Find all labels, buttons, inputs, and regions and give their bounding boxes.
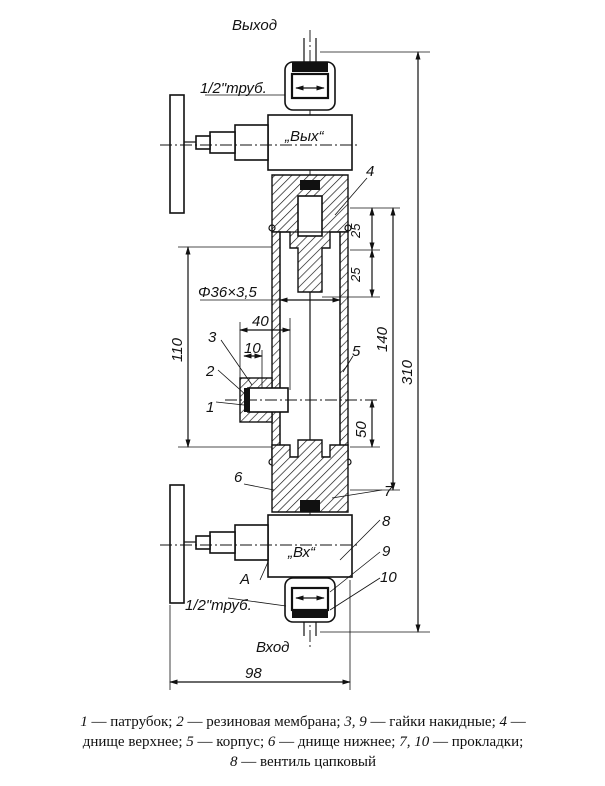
callout-5: 5 — [352, 343, 361, 360]
dim-50 — [350, 399, 380, 448]
legend-num: 1 — [80, 714, 88, 730]
legend-text: днище верхнее; — [82, 734, 187, 750]
pipe-top-label: 1/2"труб. — [200, 80, 267, 97]
legend-text: — днище нижнее; — [275, 734, 400, 750]
callout-3: 3 — [208, 329, 217, 346]
legend-text: — патрубок; — [87, 714, 177, 730]
bottom-valve-body — [160, 484, 360, 604]
legend-text: — корпус; — [193, 734, 268, 750]
dim-40-10 — [239, 318, 291, 390]
legend-text: — прокладки; — [429, 734, 524, 750]
legend-num: 2 — [176, 714, 184, 730]
legend: 1 — патрубок; 2 — резиновая мембрана; 3,… — [8, 712, 598, 772]
legend-num: 5 — [186, 734, 194, 750]
legend-num: 3, 9 — [344, 714, 367, 730]
dim-98-text: 98 — [245, 665, 262, 682]
callout-2: 2 — [205, 363, 215, 380]
callout-8: 8 — [382, 513, 391, 530]
legend-text: — резиновая мембрана; — [183, 714, 345, 730]
lower-end-cap — [271, 439, 349, 513]
outlet-label: Выход — [232, 17, 277, 34]
legend-line-3: 8 — вентиль цапковый — [8, 752, 598, 772]
dim-50-text: 50 — [353, 421, 370, 438]
callout-1: 1 — [206, 399, 214, 416]
legend-line-2: днище верхнее; 5 — корпус; 6 — днище ниж… — [8, 732, 598, 752]
bottom-fitting — [284, 577, 336, 636]
top-valve-body — [160, 94, 360, 214]
dim-25-25 — [322, 207, 380, 298]
callout-leaders — [205, 94, 383, 611]
tube-dim-text: Φ36×3,5 — [198, 284, 258, 301]
dim-110-text: 110 — [169, 337, 186, 362]
dim-40-text: 40 — [252, 313, 269, 330]
dim-110 — [178, 246, 272, 448]
legend-num: 7, 10 — [399, 734, 430, 750]
callout-9: 9 — [382, 543, 391, 560]
legend-text: — вентиль цапковый — [237, 754, 377, 770]
technical-drawing: Выход Вход „Вых“ „Вх“ 1/2"труб. 1/2"труб… — [160, 17, 430, 690]
callout-6: 6 — [234, 469, 243, 486]
callout-7: 7 — [384, 483, 393, 500]
legend-text: — гайки накидные; — [366, 714, 500, 730]
top-fitting — [284, 38, 336, 111]
legend-text: — — [507, 714, 526, 730]
dim-98 — [169, 580, 351, 690]
outlet-port-label: „Вых“ — [284, 128, 325, 145]
dim-310-text: 310 — [399, 359, 416, 385]
dim-10-text: 10 — [244, 340, 261, 357]
legend-line-1: 1 — патрубок; 2 — резиновая мембрана; 3,… — [8, 712, 598, 732]
dim-140 — [350, 207, 400, 491]
side-port — [225, 377, 380, 423]
pipe-bottom-label: 1/2"труб. — [185, 597, 252, 614]
dim-25b-text: 25 — [348, 267, 363, 283]
legend-num: 8 — [229, 754, 238, 770]
callout-4: 4 — [366, 163, 374, 180]
inlet-port-label: „Вх“ — [287, 544, 316, 561]
dim-140-text: 140 — [374, 326, 391, 352]
point-a-label: A — [239, 571, 250, 588]
callout-10: 10 — [380, 569, 397, 586]
dim-25a-text: 25 — [348, 223, 363, 239]
inlet-label: Вход — [256, 639, 289, 656]
dim-310 — [320, 51, 430, 633]
upper-end-cap — [271, 174, 349, 293]
legend-num: 6 — [267, 734, 276, 750]
legend-num: 4 — [499, 714, 508, 730]
